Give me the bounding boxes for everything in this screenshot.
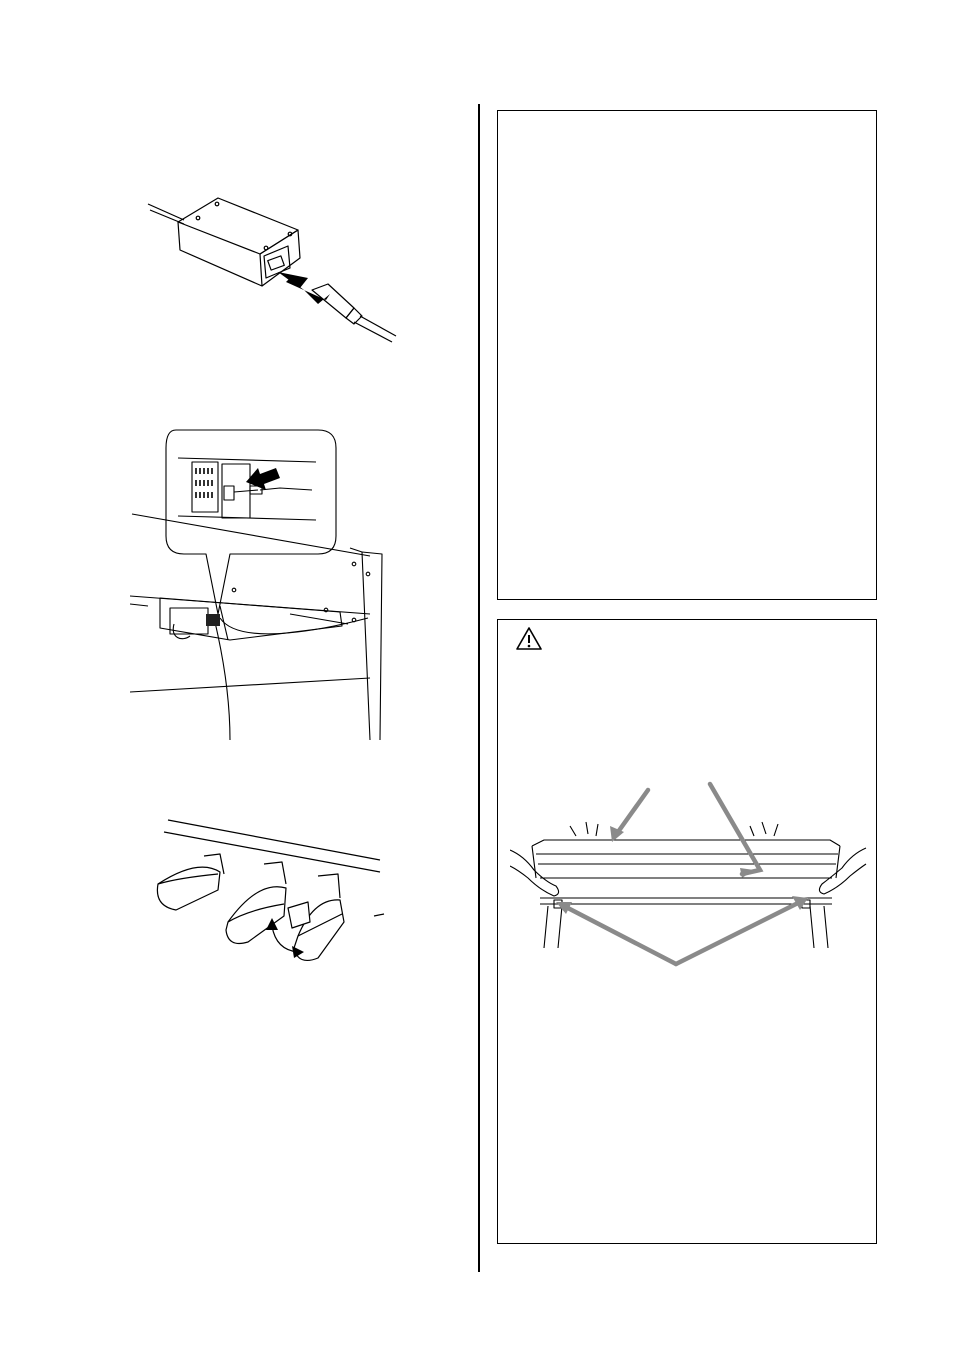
ac-adaptor-figure (140, 190, 410, 355)
pedal-adjuster-figure (148, 818, 386, 964)
ac-adaptor-icon (147, 197, 397, 343)
lifting-instrument-icon (510, 781, 867, 967)
note-box (497, 110, 877, 600)
lifting-figure (510, 778, 870, 973)
dc-in-connection-figure (130, 428, 385, 740)
column-divider (478, 104, 480, 1272)
warning-triangle-icon (516, 627, 542, 650)
pedal-adjuster-icon (156, 819, 385, 961)
caution-box (497, 619, 877, 1244)
dc-in-jack-icon (130, 429, 383, 740)
